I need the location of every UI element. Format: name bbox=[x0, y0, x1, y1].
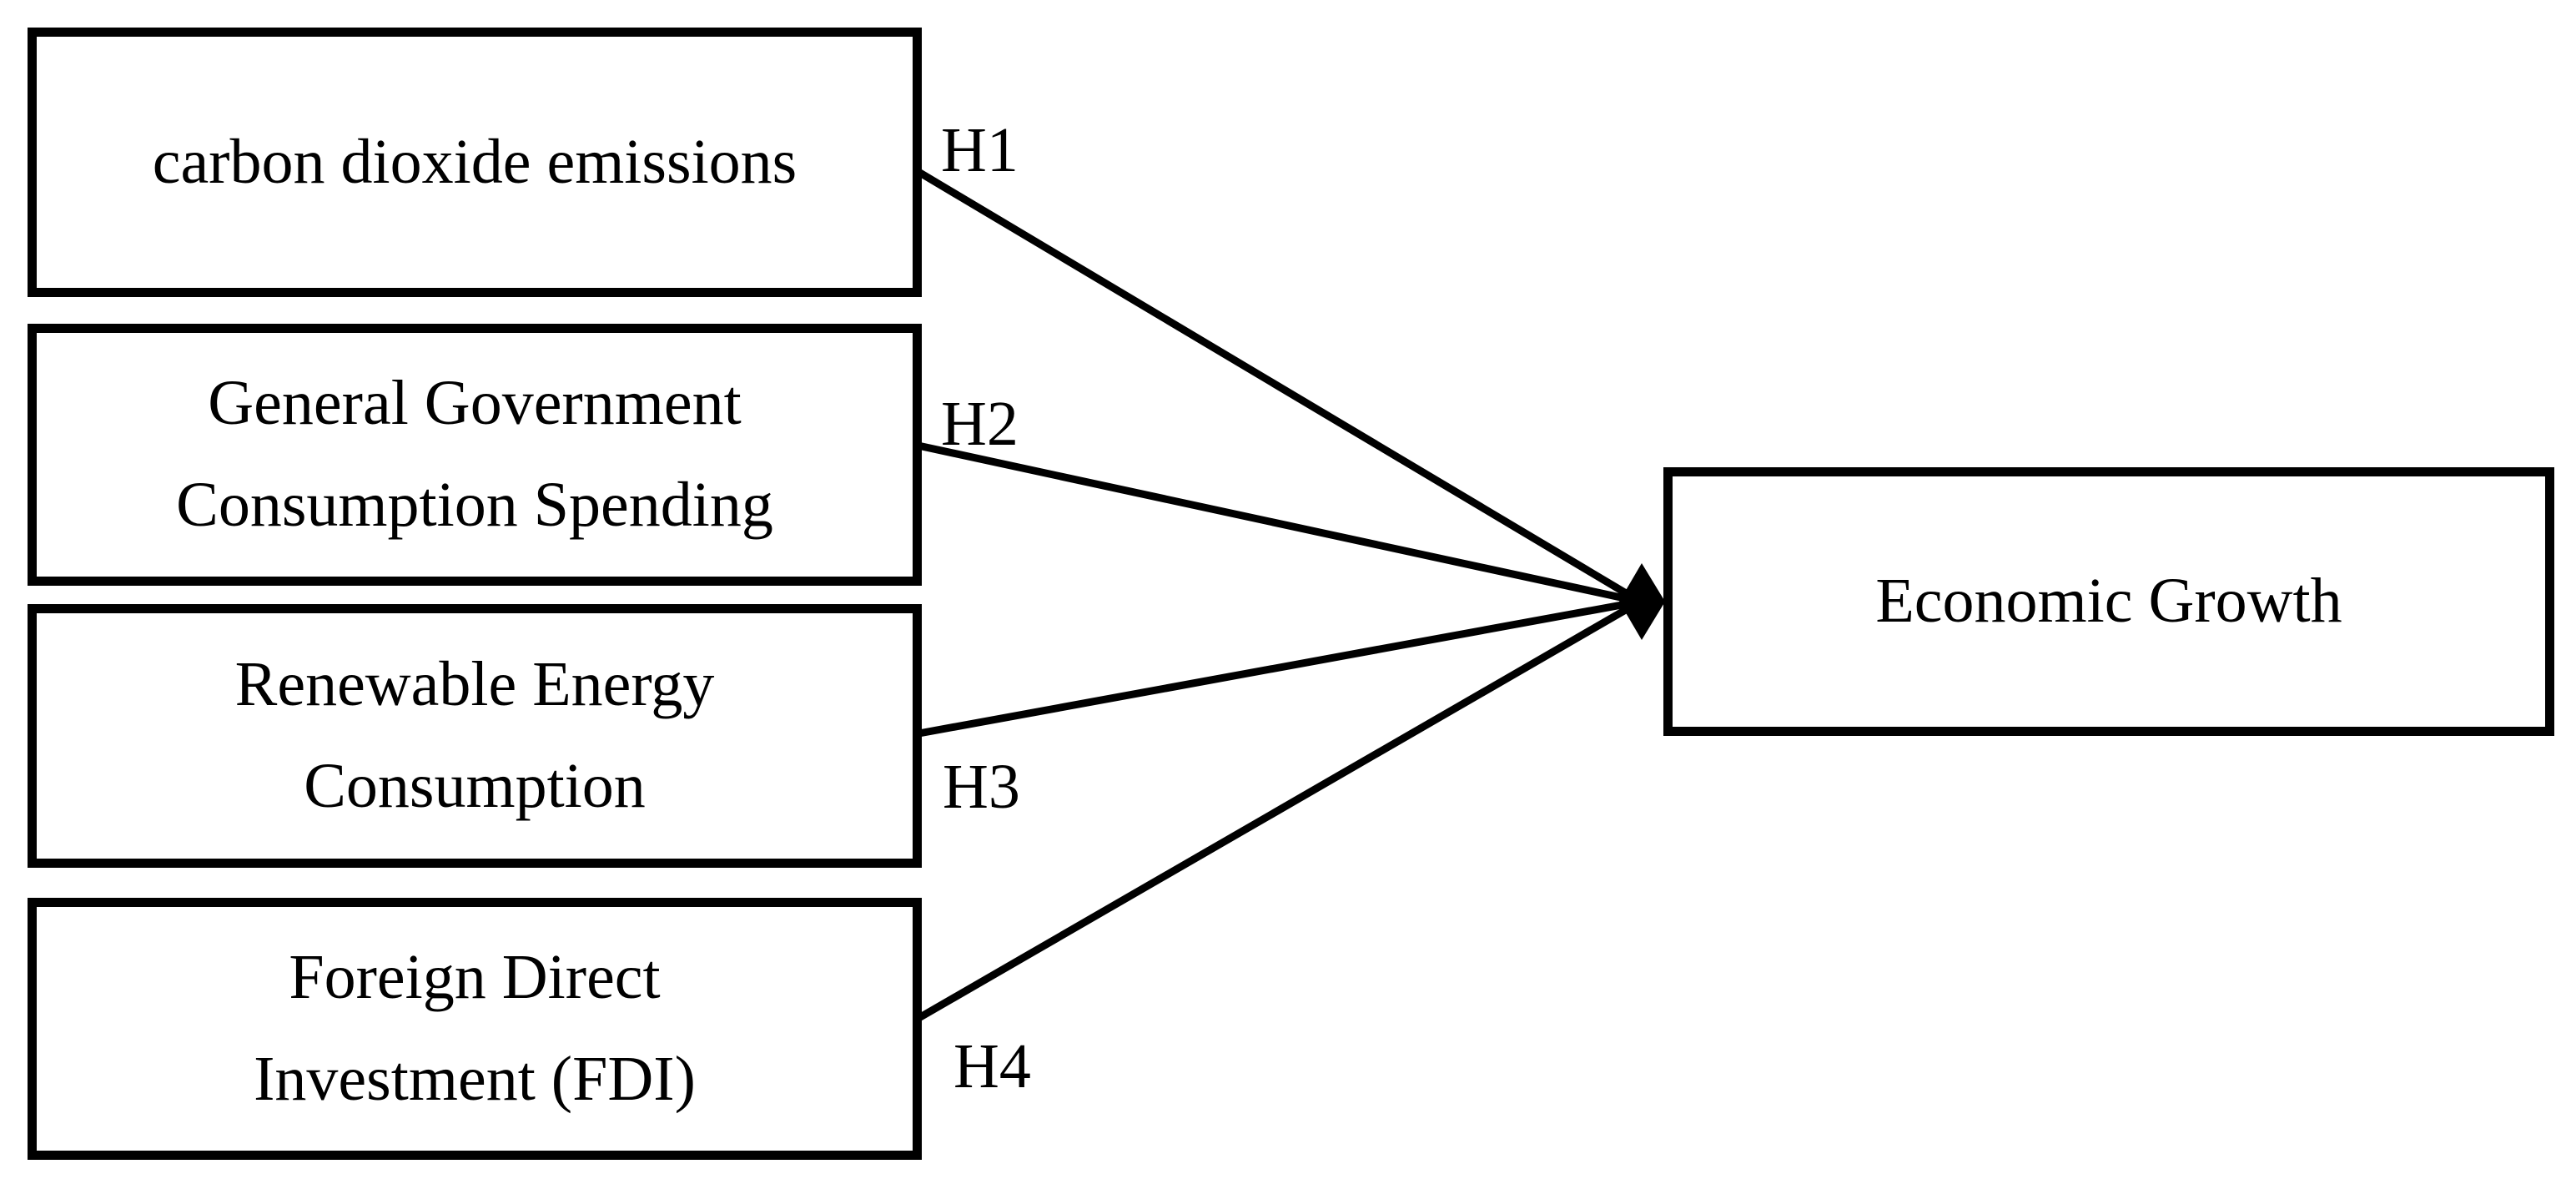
outcome-box-economic-growth: Economic Growth bbox=[1663, 467, 2554, 736]
predictor-box-renewable-energy-consumption: Renewable Energy Consumption bbox=[28, 604, 922, 868]
predictor-label-line2: Consumption Spending bbox=[176, 470, 773, 540]
predictor-label-line1: Foreign Direct bbox=[289, 942, 661, 1013]
hypothesis-label-h3: H3 bbox=[943, 752, 1020, 822]
hypothesis-label-h1: H1 bbox=[941, 115, 1019, 185]
predictor-box-co2-emissions: carbon dioxide emissions bbox=[28, 28, 922, 297]
predictor-label-line2: Consumption bbox=[304, 751, 646, 821]
h4-arrow-line bbox=[913, 598, 1643, 1023]
arrowhead-diamond-icon bbox=[1619, 563, 1665, 640]
hypothesis-label-h4: H4 bbox=[953, 1031, 1031, 1101]
outcome-label: Economic Growth bbox=[1875, 566, 2342, 637]
predictor-label: carbon dioxide emissions bbox=[152, 126, 797, 197]
h2-arrow-line bbox=[913, 441, 1641, 606]
predictor-label-line1: Renewable Energy bbox=[234, 649, 715, 720]
predictor-label-line2: Investment (FDI) bbox=[254, 1044, 696, 1114]
predictor-label-line1: General Government bbox=[208, 368, 742, 439]
hypothesis-label-h2: H2 bbox=[941, 389, 1019, 459]
h1-arrow-line bbox=[912, 166, 1643, 605]
predictor-box-government-consumption-spending: General Government Consumption Spending bbox=[28, 324, 922, 586]
predictor-box-foreign-direct-investment: Foreign Direct Investment (FDI) bbox=[28, 898, 922, 1160]
h3-arrow-line bbox=[913, 597, 1641, 738]
